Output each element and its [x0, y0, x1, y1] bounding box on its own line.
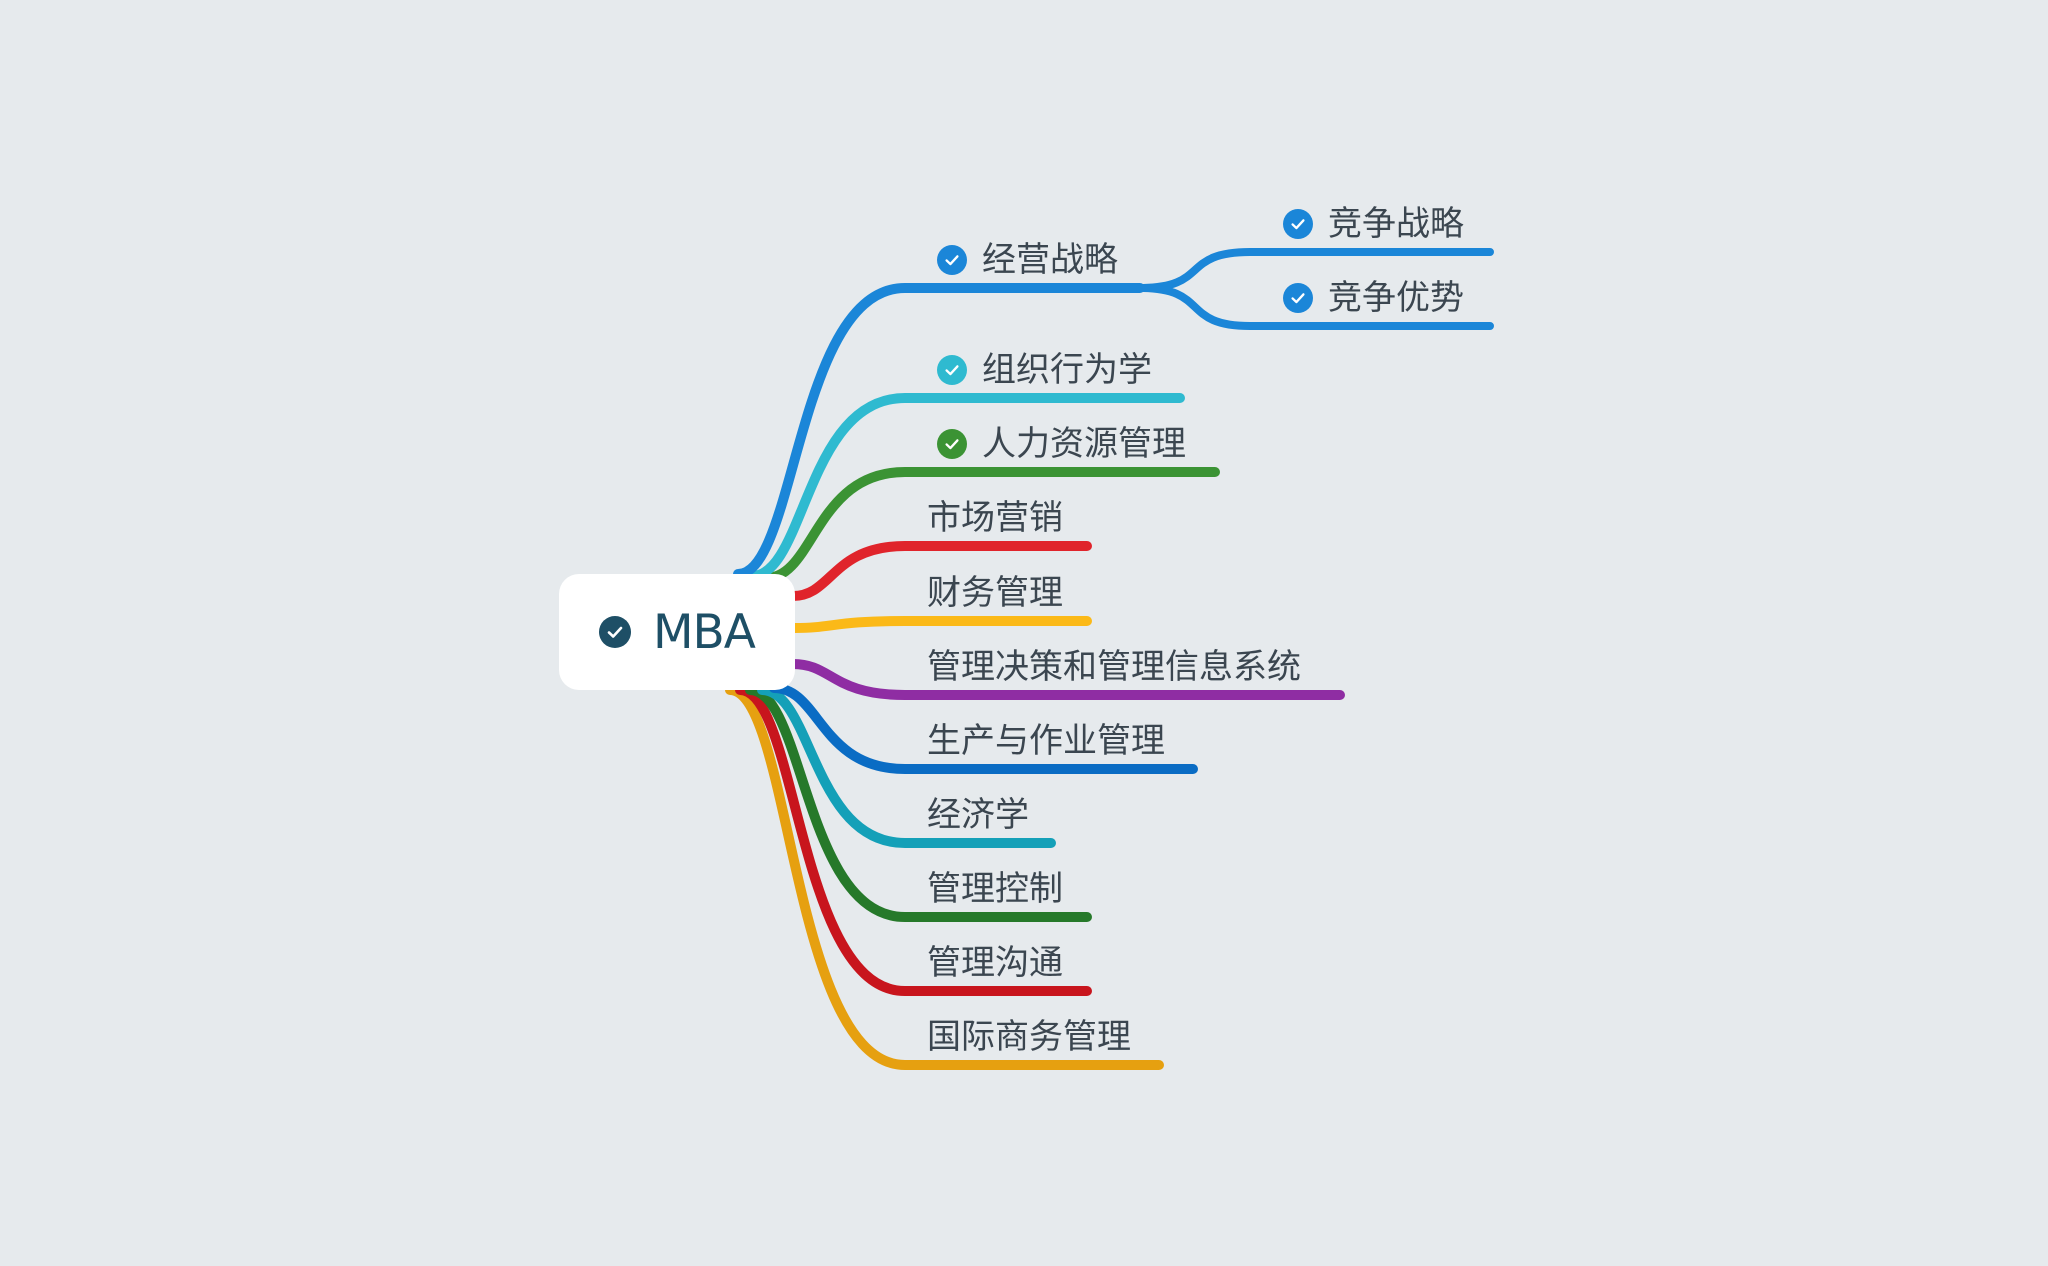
branch-line-3 [761, 467, 1220, 583]
branch-label-2[interactable]: 组织行为学 [982, 350, 1152, 390]
branch-line-8 [757, 685, 1056, 848]
check-circle-icon [937, 245, 967, 275]
branch-line-7 [769, 683, 1198, 774]
branch-label-9[interactable]: 管理控制 [927, 869, 1063, 909]
check-circle-icon [1283, 283, 1313, 313]
check-circle-icon [599, 616, 631, 648]
branch-line-1 [733, 283, 1145, 579]
check-circle-icon [937, 429, 967, 459]
branch-label-6[interactable]: 管理决策和管理信息系统 [927, 647, 1301, 687]
branch-label-5[interactable]: 财务管理 [927, 573, 1063, 613]
branch-label-7[interactable]: 生产与作业管理 [927, 721, 1165, 761]
branch-line-4 [788, 541, 1092, 601]
root-node[interactable]: MBA [559, 574, 795, 690]
check-circle-icon [1283, 209, 1313, 239]
branch-label-4[interactable]: 市场营销 [927, 498, 1063, 538]
branch-label-3[interactable]: 人力资源管理 [982, 424, 1186, 464]
branch-line-11 [725, 685, 1164, 1070]
branch-label-1[interactable]: 经营战略 [982, 240, 1118, 280]
check-circle-icon [937, 355, 967, 385]
child-line-1-2 [1136, 284, 1494, 330]
child-label-1-2[interactable]: 竞争优势 [1328, 278, 1464, 318]
branch-line-5 [790, 616, 1092, 633]
branch-line-6 [788, 659, 1345, 700]
branch-label-8[interactable]: 经济学 [927, 795, 1029, 835]
branch-line-10 [735, 685, 1092, 996]
branch-label-11[interactable]: 国际商务管理 [927, 1017, 1131, 1057]
root-label: MBA [653, 604, 756, 660]
branch-line-2 [747, 393, 1185, 581]
child-label-1-1[interactable]: 竞争战略 [1328, 204, 1464, 244]
branch-line-9 [745, 685, 1092, 922]
branch-label-10[interactable]: 管理沟通 [927, 943, 1063, 983]
